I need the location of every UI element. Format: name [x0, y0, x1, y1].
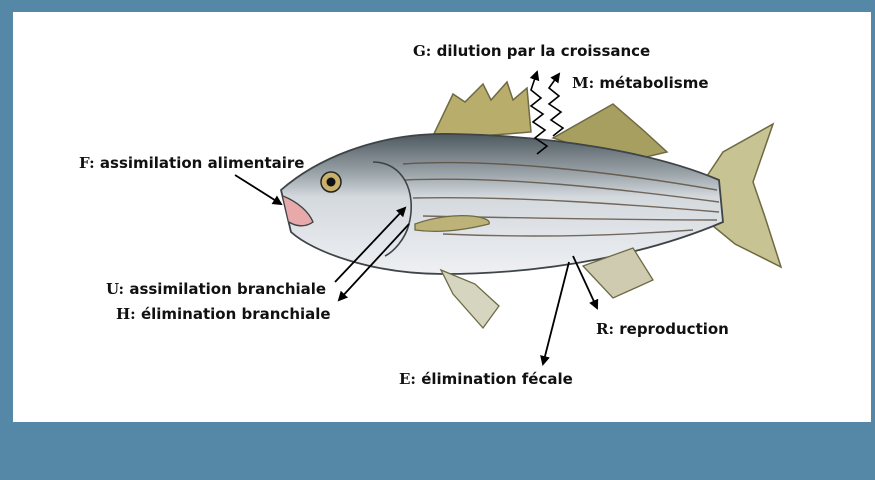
label-F: F: assimilation alimentaire [79, 154, 304, 172]
label-H-code: H: [116, 305, 136, 323]
label-H-text: élimination branchiale [141, 305, 331, 323]
fish-illustration [281, 82, 781, 328]
label-F-text: assimilation alimentaire [100, 154, 305, 172]
pelvic-fin [441, 270, 499, 328]
label-E-code: E: [399, 370, 416, 388]
label-R: R: reproduction [596, 320, 729, 338]
wavy-arrow-icon-M [549, 74, 563, 136]
label-M-text: métabolisme [599, 74, 708, 92]
label-F-code: F: [79, 154, 95, 172]
label-U: U: assimilation branchiale [106, 280, 326, 298]
label-G-text: dilution par la croissance [437, 42, 651, 60]
label-R-code: R: [596, 320, 614, 338]
dorsal-fin-spiny [431, 82, 531, 140]
label-R-text: reproduction [619, 320, 729, 338]
label-E: E: élimination fécale [399, 370, 573, 388]
label-G: G: dilution par la croissance [413, 42, 650, 60]
label-M: M: métabolisme [572, 74, 709, 92]
label-H: H: élimination branchiale [116, 305, 331, 323]
label-U-code: U: [106, 280, 124, 298]
label-U-text: assimilation branchiale [129, 280, 326, 298]
arrow-E [543, 262, 569, 364]
label-M-code: M: [572, 74, 594, 92]
label-E-text: élimination fécale [421, 370, 573, 388]
label-G-code: G: [413, 42, 431, 60]
arrow-F [235, 175, 281, 204]
fish-diagram [13, 12, 871, 422]
diagram-panel: G: dilution par la croissance M: métabol… [13, 12, 871, 422]
